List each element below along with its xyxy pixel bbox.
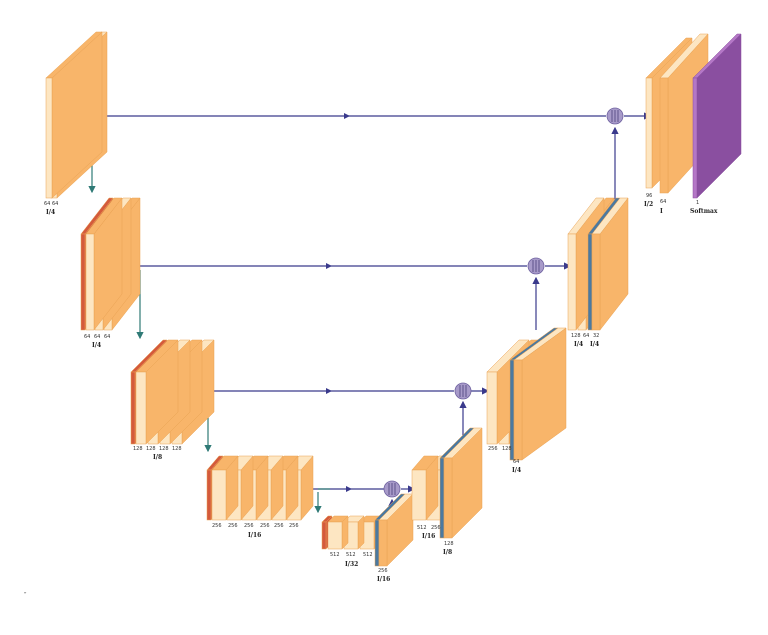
enc3-channel-label-4: 128	[172, 446, 182, 452]
softmax-channel-label: 1	[696, 200, 699, 206]
concat-node-2	[527, 257, 545, 275]
enc4-channel-label-5: 256	[274, 523, 284, 529]
enc3-channel-label-2: 128	[146, 446, 156, 452]
dec1-up-slab	[443, 427, 483, 539]
up1-slab	[378, 493, 414, 567]
enc4-channel-label-2: 256	[228, 523, 238, 529]
up2-scale-label: I/8	[443, 549, 452, 556]
enc4-slab-1	[211, 455, 239, 521]
enc4-channel-label-1: 256	[212, 523, 222, 529]
dec4-channel-label-1: 96	[646, 193, 652, 199]
up3-scale-label: I/4	[512, 467, 521, 474]
enc4-channel-label-6: 256	[289, 523, 299, 529]
dec2-channel-label-1: 256	[488, 446, 498, 452]
dec3-channel-label-1: 128	[571, 333, 581, 339]
softmax-slab	[692, 33, 742, 199]
skip-connection-3	[205, 387, 490, 395]
bottom-slab-1	[327, 515, 349, 550]
enc2-channel-label-1: 64	[84, 334, 90, 340]
enc3-scale-label: I/8	[153, 454, 162, 461]
enc3-channel-label-3: 128	[159, 446, 169, 452]
dec2-channel-label-2: 128	[502, 446, 512, 452]
bottom-channel-label-3: 512	[363, 552, 373, 558]
bottom-channel-label-1: 512	[330, 552, 340, 558]
labels: 64 64 I/4 64 64 64 I/4 128 128 128 128 I…	[24, 193, 718, 598]
enc1-channel-label: 64 64	[44, 201, 58, 207]
skip-connection-2	[98, 262, 572, 270]
dec1-slab-1	[411, 455, 439, 521]
up1-scale-label: I/16	[377, 576, 390, 583]
layer-blocks	[45, 31, 742, 567]
enc3-slab-1	[135, 339, 179, 445]
concat-node-4	[383, 480, 401, 498]
bottom-scale-label: I/32	[345, 561, 358, 568]
dec3-up-slab	[591, 197, 629, 331]
dec4-channel-label-2: 64	[660, 199, 666, 205]
dec3-channel-label-3: 32	[593, 333, 599, 339]
up2-channel-label: 128	[444, 541, 454, 547]
enc2-channel-label-3: 64	[104, 334, 110, 340]
enc3-channel-label-1: 128	[133, 446, 143, 452]
up3-channel-label: 64	[513, 459, 519, 465]
enc4-channel-label-3: 256	[244, 523, 254, 529]
output-scale-label: I	[660, 208, 663, 215]
dec3-channel-label-2: 64	[583, 333, 589, 339]
dec1-channel-label-2: 256	[431, 525, 441, 531]
dec2-up-slab	[513, 327, 567, 461]
dec4-scale-label: I/2	[644, 201, 653, 208]
up1-channel-label: 256	[378, 568, 388, 574]
softmax-label: Softmax	[690, 208, 718, 215]
concat-node-3	[454, 382, 472, 400]
enc2-slab-1	[85, 197, 123, 331]
bottom-channel-label-2: 512	[346, 552, 356, 558]
enc4-scale-label: I/16	[248, 532, 261, 539]
enc1-slab-1	[45, 31, 103, 199]
downsample-arrows	[88, 120, 330, 514]
dec3-scale-label-a: I/4	[574, 341, 583, 348]
enc1-scale-label: I/4	[46, 209, 55, 216]
corner-mark: “	[24, 592, 27, 598]
enc2-channel-label-2: 64	[94, 334, 100, 340]
enc2-scale-label: I/4	[92, 342, 101, 349]
enc4-channel-label-4: 256	[260, 523, 270, 529]
dec1-scale-label: I/16	[422, 533, 435, 540]
dec3-scale-label-b: I/4	[590, 341, 599, 348]
concat-node-1	[606, 107, 624, 125]
dec1-channel-label-1: 512	[417, 525, 427, 531]
